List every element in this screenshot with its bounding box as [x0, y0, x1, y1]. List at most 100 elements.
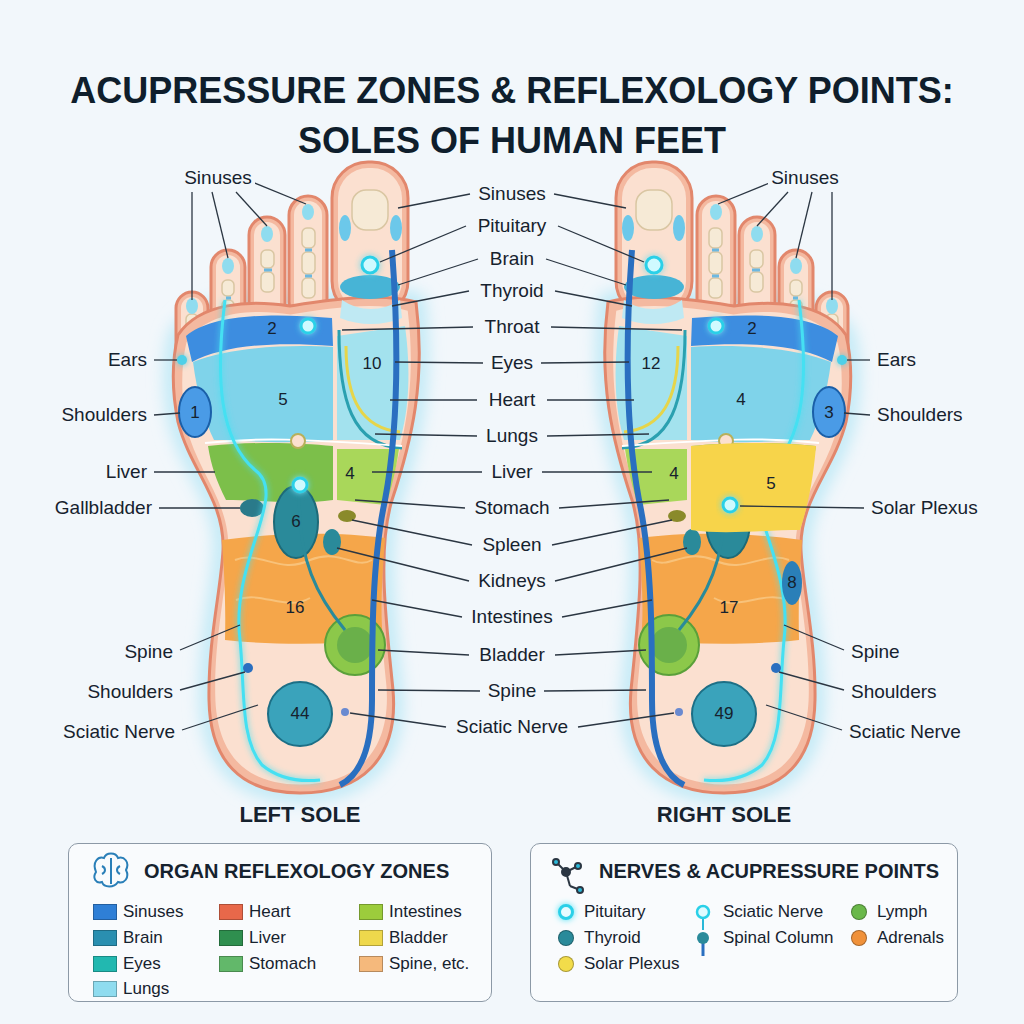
callout-number: 5	[278, 390, 287, 410]
organ-label: Sciatic Nerve	[453, 716, 571, 738]
left-foot	[174, 162, 420, 793]
legend-text: Sciatic Nerve	[723, 902, 823, 922]
organ-label: Heart	[486, 389, 538, 411]
legend-panel: ORGAN REFLEXOLOGY ZONESSinusesBrainEyesL…	[68, 843, 492, 1002]
organ-label: Liver	[488, 461, 535, 483]
foot-caption: RIGHT SOLE	[657, 802, 791, 827]
callout-number: 16	[286, 598, 305, 618]
organ-label: Sinuses	[768, 167, 842, 189]
panel-heading: ORGAN REFLEXOLOGY ZONES	[144, 860, 449, 883]
panel-heading: NERVES & ACUPRESSURE POINTS	[599, 860, 939, 883]
callout-number: 4	[736, 390, 745, 410]
legend-text: Lungs	[123, 979, 169, 999]
legend-swatch	[93, 904, 117, 920]
organ-label: Eyes	[488, 352, 536, 374]
organ-label: Sciatic Nerve	[60, 721, 178, 743]
organ-label: Intestines	[468, 606, 555, 628]
callout-number: 1	[190, 403, 199, 423]
callout-number: 3	[824, 403, 833, 423]
legend-text: Sinuses	[123, 902, 183, 922]
organ-label: Shoulders	[874, 404, 966, 426]
zone-shape	[782, 561, 802, 605]
callout-number: 5	[766, 474, 775, 494]
organ-label: Ears	[105, 349, 150, 371]
legend-text: Solar Plexus	[584, 954, 679, 974]
solar-zone	[691, 443, 816, 532]
legend-swatch	[558, 904, 574, 920]
callout-number: 44	[291, 704, 310, 724]
organ-label: Sinuses	[181, 167, 255, 189]
organ-label: Shoulders	[58, 404, 150, 426]
legend-swatch	[93, 930, 117, 946]
organ-label: Thyroid	[477, 280, 546, 302]
legend-text: Spinal Column	[723, 928, 834, 948]
legend-text: Brain	[123, 928, 163, 948]
organ-label: Sciatic Nerve	[846, 721, 964, 743]
organ-label: Gallbladder	[52, 497, 155, 519]
leader-lines	[154, 182, 870, 730]
legend-swatch	[558, 956, 574, 972]
organ-label: Shoulders	[848, 681, 940, 703]
legend-text: Liver	[249, 928, 286, 948]
legend-text: Intestines	[389, 902, 462, 922]
callout-number: 10	[363, 354, 382, 374]
legend-swatch	[359, 956, 383, 972]
organ-label: Liver	[103, 461, 150, 483]
legend-text: Thyroid	[584, 928, 641, 948]
brain-icon	[94, 854, 127, 887]
callout-number: 2	[747, 319, 756, 339]
legend-swatch	[558, 930, 574, 946]
right-foot	[605, 162, 851, 793]
organ-label: Brain	[487, 248, 537, 270]
callout-number: 4	[345, 464, 354, 484]
legend-swatch	[851, 930, 867, 946]
organ-label: Spine	[121, 641, 176, 663]
callout-number: 2	[267, 319, 276, 339]
nerve-icon	[553, 859, 583, 893]
legend-swatch	[219, 956, 243, 972]
legend-text: Pituitary	[584, 902, 645, 922]
panel-ground	[530, 843, 958, 1002]
legend-swatch	[219, 930, 243, 946]
organ-label: Lungs	[483, 425, 541, 447]
callout-number: 6	[291, 512, 300, 532]
legend-text: Stomach	[249, 954, 316, 974]
callout-number: 17	[720, 598, 739, 618]
legend-text: Heart	[249, 902, 291, 922]
legend-text: Eyes	[123, 954, 161, 974]
panel-ground	[68, 843, 492, 1002]
legend-swatch	[694, 904, 712, 930]
glow-point	[723, 498, 737, 512]
organ-label: Kidneys	[475, 570, 549, 592]
legend-text: Lymph	[877, 902, 927, 922]
organ-label: Solar Plexus	[868, 497, 981, 519]
callout-number: 49	[715, 704, 734, 724]
legend-swatch	[219, 904, 243, 920]
organ-label: Bladder	[476, 644, 548, 666]
organ-label: Throat	[482, 316, 543, 338]
foot-caption: LEFT SOLE	[240, 802, 361, 827]
legend-text: Bladder	[389, 928, 448, 948]
legend-swatch	[359, 930, 383, 946]
legend-swatch	[694, 930, 712, 956]
legend-swatch	[93, 956, 117, 972]
legend-text: Adrenals	[877, 928, 944, 948]
organ-label: Sinuses	[475, 183, 549, 205]
legend-panel: NERVES & ACUPRESSURE POINTS PituitaryThyr…	[530, 843, 958, 1002]
organ-label: Pituitary	[475, 215, 550, 237]
callout-number: 8	[787, 573, 796, 593]
legend-swatch	[851, 904, 867, 920]
callout-number: 12	[642, 354, 661, 374]
legend-swatch	[359, 904, 383, 920]
organ-label: Spleen	[479, 534, 544, 556]
organ-label: Stomach	[472, 497, 553, 519]
organ-label: Spine	[848, 641, 903, 663]
organ-label: Spine	[485, 680, 540, 702]
organ-label: Shoulders	[84, 681, 176, 703]
organ-label: Ears	[874, 349, 919, 371]
legend-swatch	[93, 981, 117, 997]
diagram-title: ACUPRESSURE ZONES & REFLEXOLOGY POINTS: …	[52, 66, 972, 166]
callout-number: 4	[669, 464, 678, 484]
legend-text: Spine, etc.	[389, 954, 469, 974]
